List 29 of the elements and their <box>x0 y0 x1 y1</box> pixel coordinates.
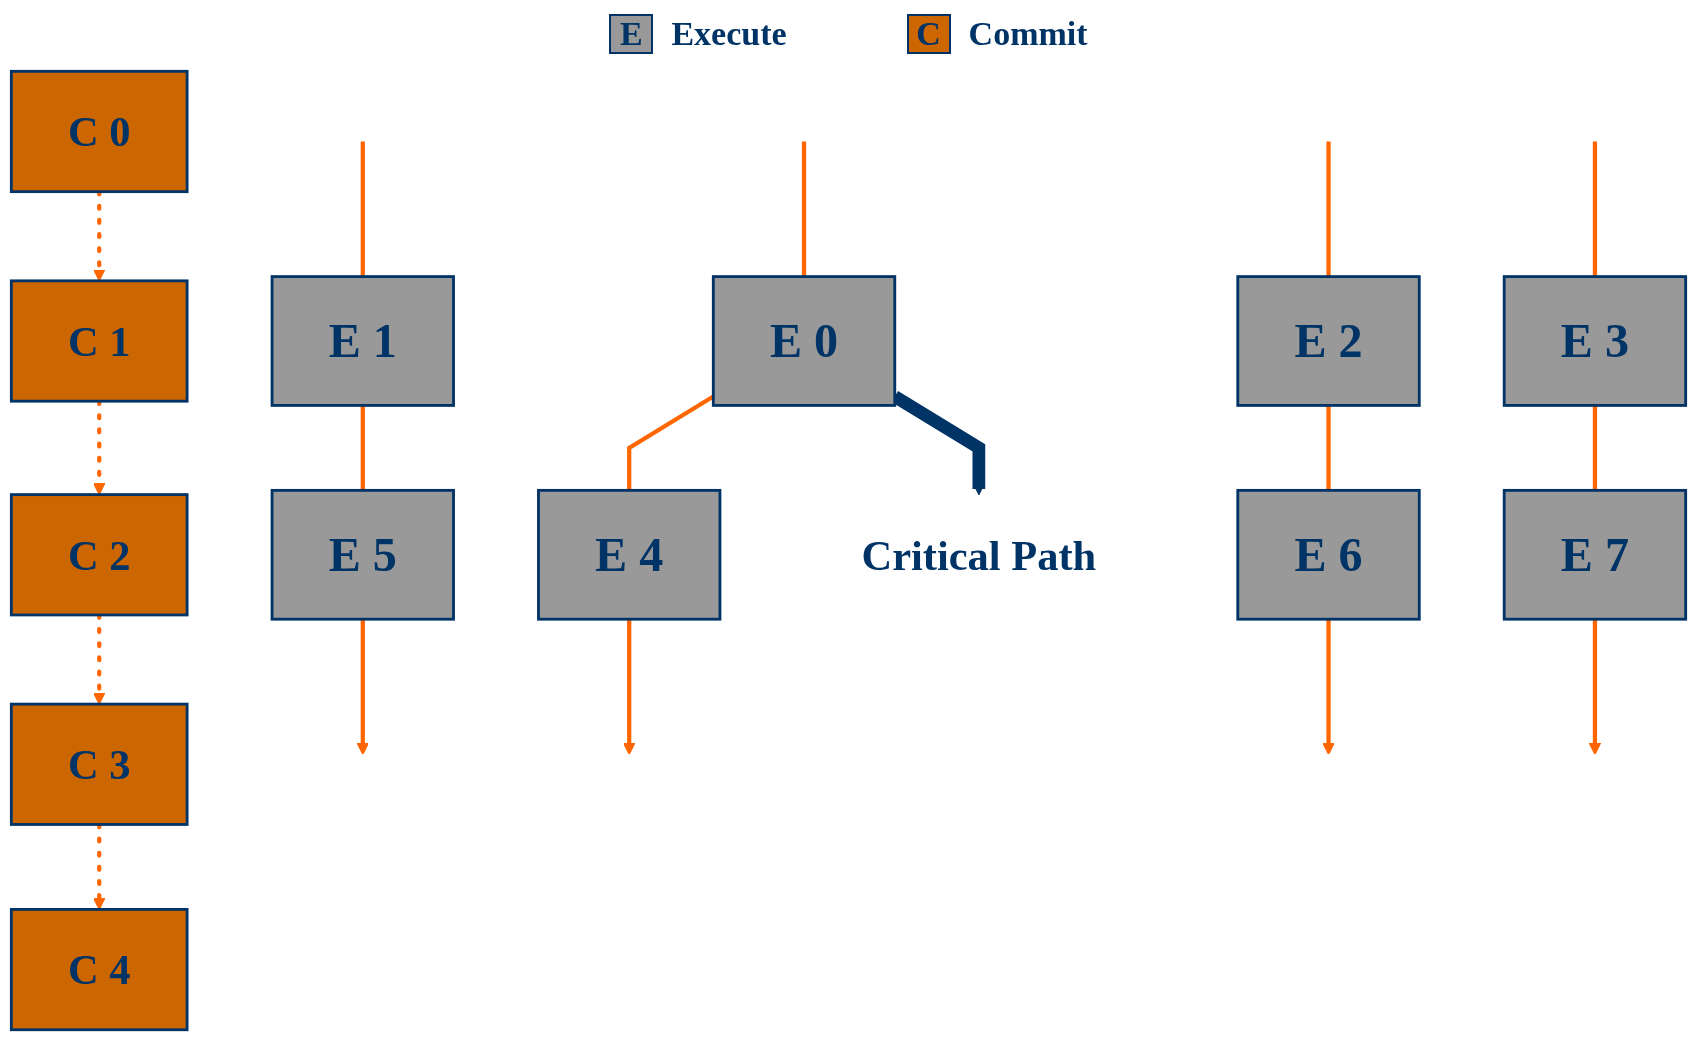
node-box: C 2 <box>9 493 189 617</box>
node-box: E 0 <box>711 275 897 407</box>
legend-letter: E <box>620 15 643 53</box>
node-box: E 5 <box>270 488 455 621</box>
node-box: C 4 <box>9 908 189 1032</box>
connector <box>360 141 365 277</box>
connector <box>1592 405 1598 491</box>
node-box: E 6 <box>1236 488 1421 621</box>
node-box: E 3 <box>1502 275 1688 407</box>
node-box: C 1 <box>9 279 189 403</box>
connector <box>1326 141 1331 277</box>
arrow <box>622 619 636 755</box>
arrow <box>1322 619 1335 755</box>
legend-letter: C <box>916 15 941 53</box>
node-box: E 7 <box>1502 488 1688 621</box>
node-text: Critical Path <box>861 531 1097 579</box>
node-box: C 3 <box>9 702 189 826</box>
connector <box>801 141 807 277</box>
arrow <box>356 619 369 755</box>
node-box: E 1 <box>270 275 455 407</box>
arrow <box>1588 619 1602 755</box>
connector <box>360 405 365 491</box>
node-box: C 0 <box>9 69 189 194</box>
legend-text: Execute <box>671 15 787 53</box>
node-box: E 2 <box>1236 275 1421 407</box>
connector <box>1326 405 1331 491</box>
node-box: E 4 <box>537 488 722 621</box>
connector <box>1592 141 1598 277</box>
legend-text: Commit <box>968 15 1088 53</box>
